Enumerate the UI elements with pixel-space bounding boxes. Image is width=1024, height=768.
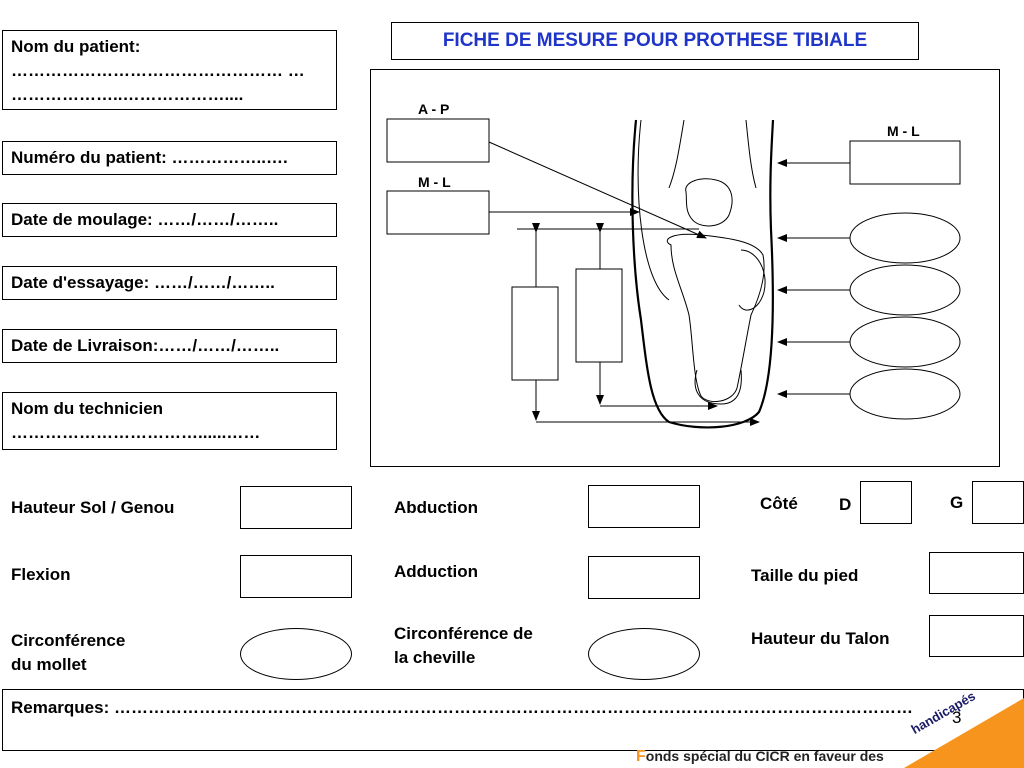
patella [685,178,733,227]
circ-oval-1 [849,212,961,264]
stump-drawing [386,118,961,429]
circ-oval-4 [849,368,961,420]
technician-field[interactable]: Nom du technicien ……………………………......…… [2,392,337,450]
fibula [738,249,766,311]
length-box-2 [575,268,623,363]
ml-right-box [849,140,961,185]
ankle-circ-label: Circonférence de la cheville [394,624,533,667]
footer-text: Fonds spécial du CICR en faveur des [636,748,884,766]
ml-right-label: M - L [887,123,920,139]
circ-oval-3 [849,316,961,368]
footer-rest: onds spécial du CICR en faveur des [645,748,884,764]
footer-initial: F [636,748,646,765]
length-box-1 [511,286,559,381]
adduction-input[interactable] [588,556,700,599]
side-g-checkbox[interactable] [972,481,1024,524]
delivery-date-field[interactable]: Date de Livraison:……/……/…….. [2,329,337,363]
ap-box [386,118,490,163]
ground-knee-height-input[interactable] [240,486,352,529]
abduction-input[interactable] [588,485,700,528]
flexion-label: Flexion [11,565,71,584]
foot-size-input[interactable] [929,552,1024,594]
stump-diagram: A - P M - L M - L [370,69,1000,467]
heel-height-label: Hauteur du Talon [751,629,890,648]
patient-name-field[interactable]: Nom du patient: ………………………………………… … ……………… [2,30,337,110]
side-g-label: G [950,493,964,512]
page-number: 3 [952,708,962,727]
foot-size-label: Taille du pied [751,566,859,585]
flexion-input[interactable] [240,555,352,598]
leg-line-left [668,119,685,189]
calf-circ-input[interactable] [240,628,352,680]
page-title: FICHE DE MESURE POUR PROTHESE TIBIALE [391,22,919,60]
leg-line-right [745,119,757,189]
side-d-checkbox[interactable] [860,481,912,524]
stump-end [694,369,742,405]
calf-circ-label: Circonférence du mollet [11,631,126,674]
side-d-label: D [839,495,852,514]
ml-left-label: M - L [418,174,451,190]
abduction-label: Abduction [394,498,479,517]
ankle-circ-input[interactable] [588,628,700,680]
footer-corner-triangle [904,698,1024,768]
socket-outline [631,119,775,429]
adduction-label: Adduction [394,562,479,581]
ap-label: A - P [418,101,450,117]
fitting-date-field[interactable]: Date d'essayage: ……/……/…….. [2,266,337,300]
ml-left-box [386,190,490,235]
ground-knee-height-label: Hauteur Sol / Genou [11,498,175,517]
circ-oval-2 [849,264,961,316]
tibia [666,233,765,403]
molding-date-field[interactable]: Date de moulage: ……/……/…….. [2,203,337,237]
patient-number-field[interactable]: Numéro du patient: ……………..…. [2,141,337,175]
remarks-field[interactable]: Remarques: ……………………………………………………………………………… [2,689,1024,751]
remarks-text: Remarques: ……………………………………………………………………………… [11,698,913,717]
side-label: Côté [760,494,798,513]
heel-height-input[interactable] [929,615,1024,657]
